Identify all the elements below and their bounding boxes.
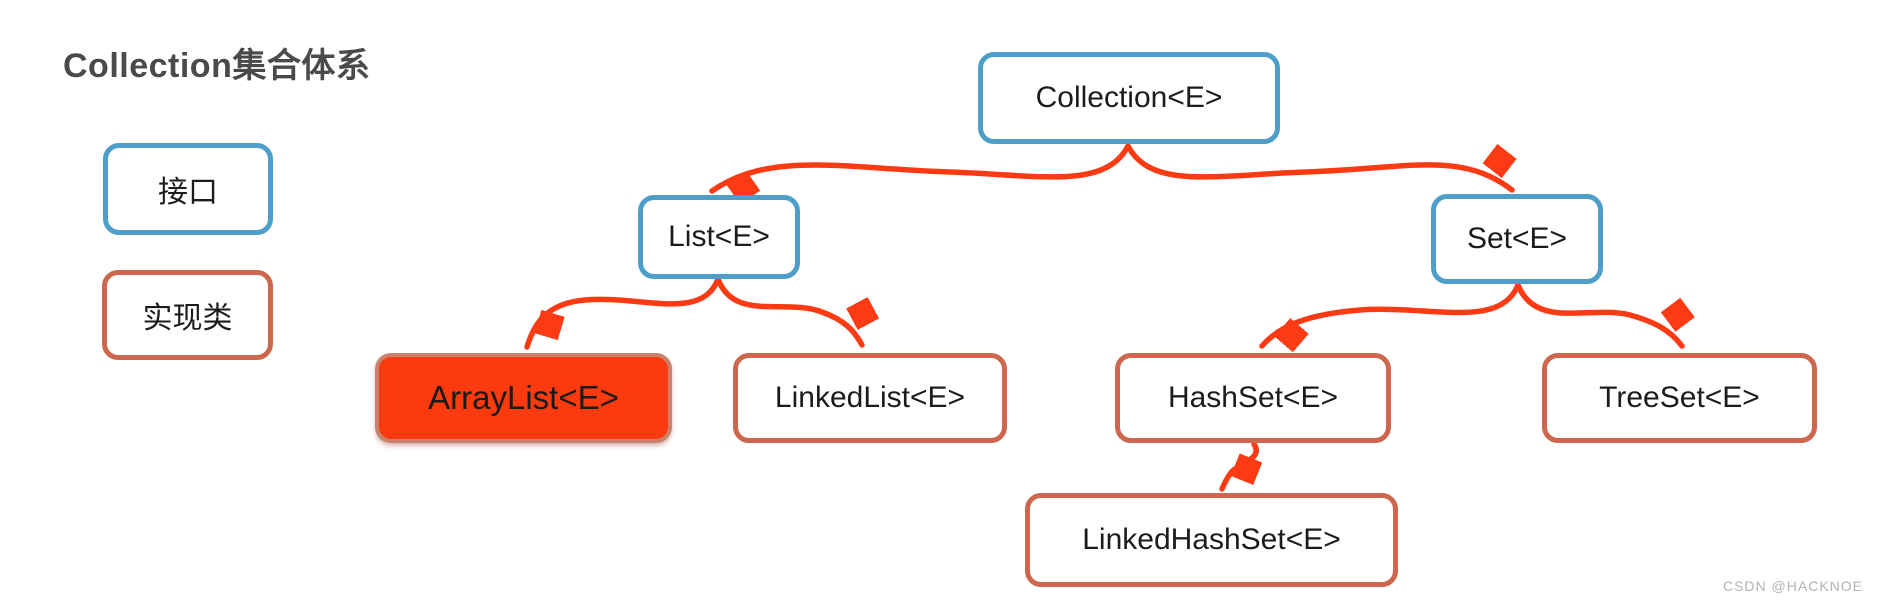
- edge-set-hashset: [1259, 282, 1521, 346]
- edge-collection-set: [1125, 143, 1512, 193]
- edge-list-arraylist: [524, 276, 721, 350]
- watermark: CSDN @HACKNOE: [1722, 578, 1863, 594]
- node-treeset-label: TreeSet<E>: [1599, 381, 1760, 414]
- node-set: Set<E>: [1431, 194, 1603, 284]
- node-set-label: Set<E>: [1466, 222, 1568, 255]
- node-arraylist: ArrayList<E>: [375, 353, 672, 443]
- node-linkedlist: LinkedList<E>: [733, 353, 1007, 443]
- page-title: Collection集合体系: [63, 47, 371, 85]
- node-hashset-label: HashSet<E>: [1167, 381, 1339, 414]
- legend-interface-box: 接口: [103, 143, 273, 235]
- node-collection: Collection<E>: [978, 52, 1280, 144]
- node-list-label: List<E>: [668, 220, 770, 253]
- legend-interface-label: 接口: [158, 176, 218, 209]
- node-list: List<E>: [638, 195, 800, 279]
- legend-implementation-box: 实现类: [102, 270, 273, 360]
- node-arraylist-label: ArrayList<E>: [428, 379, 619, 416]
- edge-collection-list: [709, 143, 1131, 191]
- node-hashset: HashSet<E>: [1115, 353, 1391, 443]
- node-linkedlist-label: LinkedList<E>: [774, 381, 966, 414]
- node-linkedhashset-label: LinkedHashSet<E>: [1082, 523, 1341, 556]
- legend-implementation-label: 实现类: [142, 302, 233, 335]
- edge-hashset-linkedhashset: [1219, 441, 1256, 492]
- node-treeset: TreeSet<E>: [1542, 353, 1817, 443]
- node-collection-label: Collection<E>: [1035, 81, 1223, 114]
- edge-list-linkedlist: [715, 276, 862, 348]
- edge-set-treeset: [1515, 282, 1682, 349]
- node-linkedhashset: LinkedHashSet<E>: [1025, 493, 1398, 587]
